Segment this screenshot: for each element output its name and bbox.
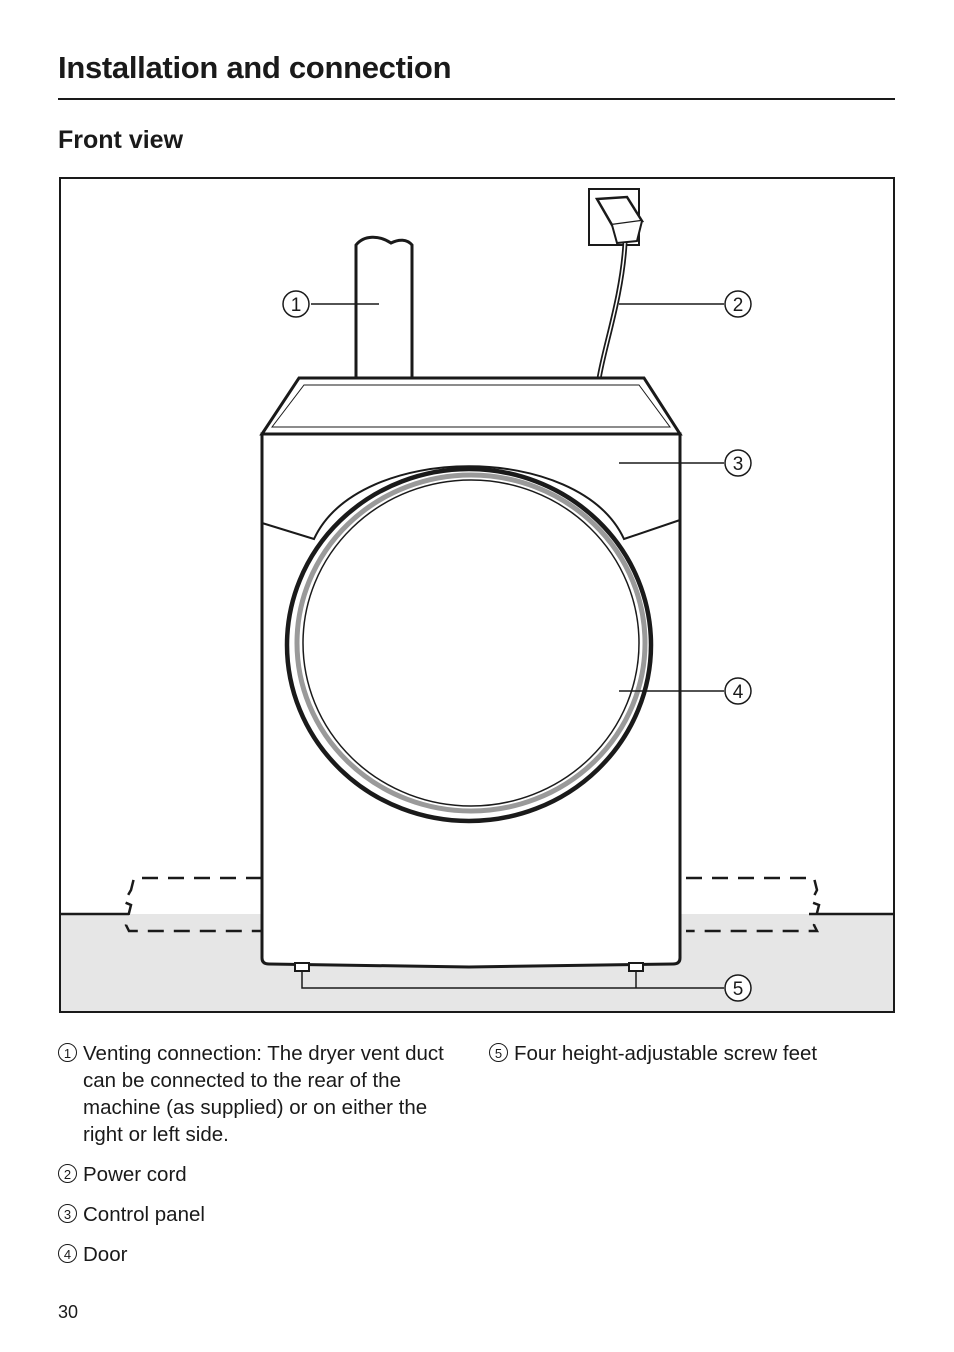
front-view-illustration: 1 2 3 4 5 bbox=[59, 177, 895, 1013]
legend-item-control-panel: 3 Control panel bbox=[58, 1201, 468, 1228]
screw-foot-left bbox=[294, 962, 310, 972]
page-number: 30 bbox=[58, 1302, 79, 1322]
legend-text: Venting connection: The dryer vent duct … bbox=[83, 1042, 444, 1146]
door-ring-outer bbox=[284, 466, 654, 824]
power-cord-fill bbox=[598, 242, 626, 380]
callout-5: 5 bbox=[724, 974, 752, 1002]
door-glass bbox=[302, 479, 640, 807]
legend-number: 5 bbox=[489, 1043, 508, 1062]
legend-item-screw-feet: 5 Four height-adjustable screw feet bbox=[489, 1040, 909, 1067]
legend-item-venting: 1 Venting connection: The dryer vent duc… bbox=[58, 1040, 468, 1148]
callout-number: 5 bbox=[733, 979, 744, 1000]
control-panel-contour bbox=[261, 465, 681, 541]
legend-column-left: 1 Venting connection: The dryer vent duc… bbox=[58, 1040, 468, 1281]
callout-number: 1 bbox=[291, 295, 302, 316]
callout-2: 2 bbox=[724, 290, 752, 318]
side-duct-outline-left bbox=[122, 876, 262, 933]
legend-number: 2 bbox=[58, 1164, 77, 1183]
machine-top-inner-edge bbox=[270, 384, 671, 428]
legend-text: Power cord bbox=[83, 1163, 187, 1186]
legend-column-right: 5 Four height-adjustable screw feet bbox=[489, 1040, 909, 1080]
legend-number: 3 bbox=[58, 1204, 77, 1223]
callout-number: 3 bbox=[733, 454, 744, 475]
callout-number: 4 bbox=[733, 682, 744, 703]
callout-1: 1 bbox=[282, 290, 310, 318]
callout-number: 2 bbox=[733, 295, 744, 316]
legend-text: Door bbox=[83, 1243, 128, 1266]
figure-frame bbox=[59, 177, 895, 1013]
title-divider bbox=[58, 98, 895, 100]
side-duct-outline-right bbox=[686, 876, 821, 933]
screw-foot-right bbox=[628, 962, 644, 972]
legend-item-door: 4 Door bbox=[58, 1241, 468, 1268]
callout-4: 4 bbox=[724, 677, 752, 705]
section-title: Front view bbox=[58, 126, 184, 154]
door-ring-gasket bbox=[294, 472, 648, 814]
callout-3: 3 bbox=[724, 449, 752, 477]
vent-pipe bbox=[354, 235, 414, 379]
dryer-front-view-drawing: 1 2 3 4 5 bbox=[59, 177, 895, 1013]
legend-number: 1 bbox=[58, 1043, 77, 1062]
legend-item-power-cord: 2 Power cord bbox=[58, 1161, 468, 1188]
page-title: Installation and connection bbox=[58, 50, 452, 85]
machine-top bbox=[259, 376, 683, 436]
legend-text: Four height-adjustable screw feet bbox=[514, 1042, 818, 1065]
leader-line-5 bbox=[301, 971, 724, 989]
plug-body bbox=[611, 220, 643, 245]
legend-text: Control panel bbox=[83, 1203, 205, 1226]
legend-number: 4 bbox=[58, 1244, 77, 1263]
